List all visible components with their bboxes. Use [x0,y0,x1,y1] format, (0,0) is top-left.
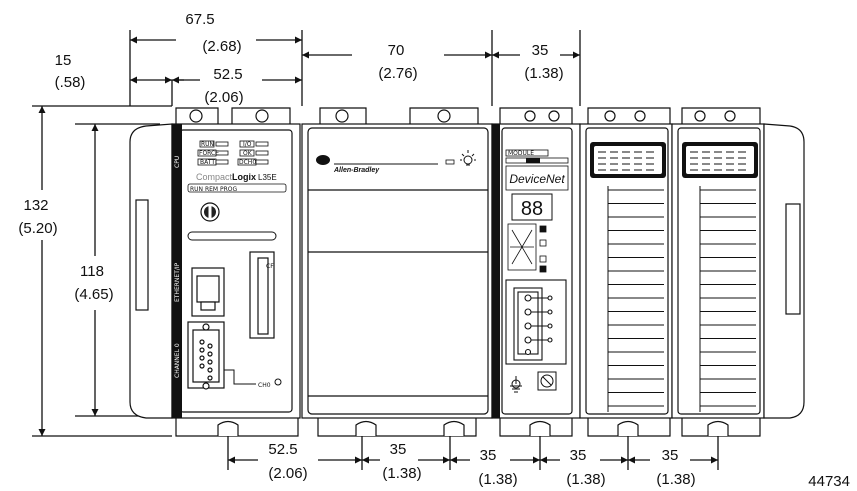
keyswitch-label: RUN REM PROG [190,186,238,193]
dim-bottom-m1-in: (1.38) [382,465,421,482]
cpu-brand: CompactLogix [196,172,256,182]
cf-label: CF [266,263,274,270]
io-module-1 [579,107,673,437]
cpu-side-strip [172,124,182,418]
power-supply-module [301,107,493,437]
allen-bradley-brand: Allen-Bradley [333,167,380,174]
cpu-brand-light: Compact [196,172,233,182]
devicenet-module: MODULE DeviceNet 88 [491,107,581,437]
dim-bottom-m3-mm: 35 [570,447,587,464]
dim-top-52-mm: 52.5 [213,66,242,83]
dim-top-67-in: (2.68) [202,38,241,55]
led-io: I/O [243,141,252,148]
allen-bradley-logo: AB [316,155,330,165]
compactflash-slot[interactable] [249,251,275,339]
cpu-slot-band [187,231,277,241]
top-dimensions [129,30,581,106]
ground-icon [510,376,522,393]
cpu-module: CPU ETHERNET/IP CHANNEL 0 RUN I/O FORCE … [171,107,301,437]
devicenet-connector[interactable] [505,279,567,365]
ethernet-label: ETHERNET/IP [174,262,181,302]
cpu-brand-bold: Logix [232,172,256,182]
dim-bottom-m1-mm: 35 [390,441,407,458]
dim-top-67-mm: 67.5 [185,11,214,28]
dim-top-52-in: (2.06) [204,89,243,106]
led-force: FORCE [199,150,219,157]
devicenet-module-label: MODULE [508,150,534,157]
dim-top-70-in: (2.76) [378,65,417,82]
dim-bottom-52-mm: 52.5 [268,441,297,458]
io-terminal-slats [699,186,756,412]
dim-bottom-m2-mm: 35 [480,447,497,464]
dim-bottom-m4-mm: 35 [662,447,679,464]
channel-label: CHANNEL 0 [174,343,181,378]
dim-top-15-in: (.58) [55,74,86,91]
dim-left-132-in: (5.20) [18,220,57,237]
ab-logo-text: AB [320,158,327,164]
figure-number: 44734 [808,473,850,490]
dim-bottom-52-in: (2.06) [268,465,307,482]
io-status-leds [598,151,654,171]
ethernet-port[interactable] [191,267,225,317]
dim-bottom-m4-in: (1.38) [656,471,695,488]
keyswitch-band [187,183,287,193]
dim-left-132-mm: 132 [23,197,48,214]
dim-top-70-mm: 70 [388,42,405,59]
left-end-cap [129,123,173,419]
power-led [445,159,455,165]
led-ok: OK [243,150,253,157]
cpu-model: L35E [258,173,277,182]
dim-bottom-m3-in: (1.38) [566,471,605,488]
dim-left-118-in: (4.65) [74,286,113,303]
io-status-leds [690,151,746,171]
devicenet-brand: DeviceNet [509,172,565,186]
lightbulb-icon [460,150,476,166]
ch0-label: CH0 [258,382,271,389]
led-batt: BATT [200,159,215,166]
dim-top-35-mm: 35 [532,42,549,59]
led-dch0: DCH0 [239,159,256,166]
dim-left-118-mm: 118 [80,263,104,280]
io-module-2 [671,107,765,437]
right-end-cap [763,123,805,419]
left-dimensions [32,105,172,437]
devicenet-display: 88 [521,198,543,220]
io-terminal-slats [607,186,664,412]
dim-bottom-m2-in: (1.38) [478,471,517,488]
dim-top-15-mm: 15 [55,52,72,69]
address-switch[interactable] [537,371,557,391]
cpu-side-label: CPU [174,156,181,168]
led-run: RUN [201,141,214,148]
serial-port[interactable] [187,321,225,390]
devicenet-status-graphic [507,223,547,273]
dim-top-35-in: (1.38) [524,65,563,82]
keyswitch[interactable] [200,202,220,222]
